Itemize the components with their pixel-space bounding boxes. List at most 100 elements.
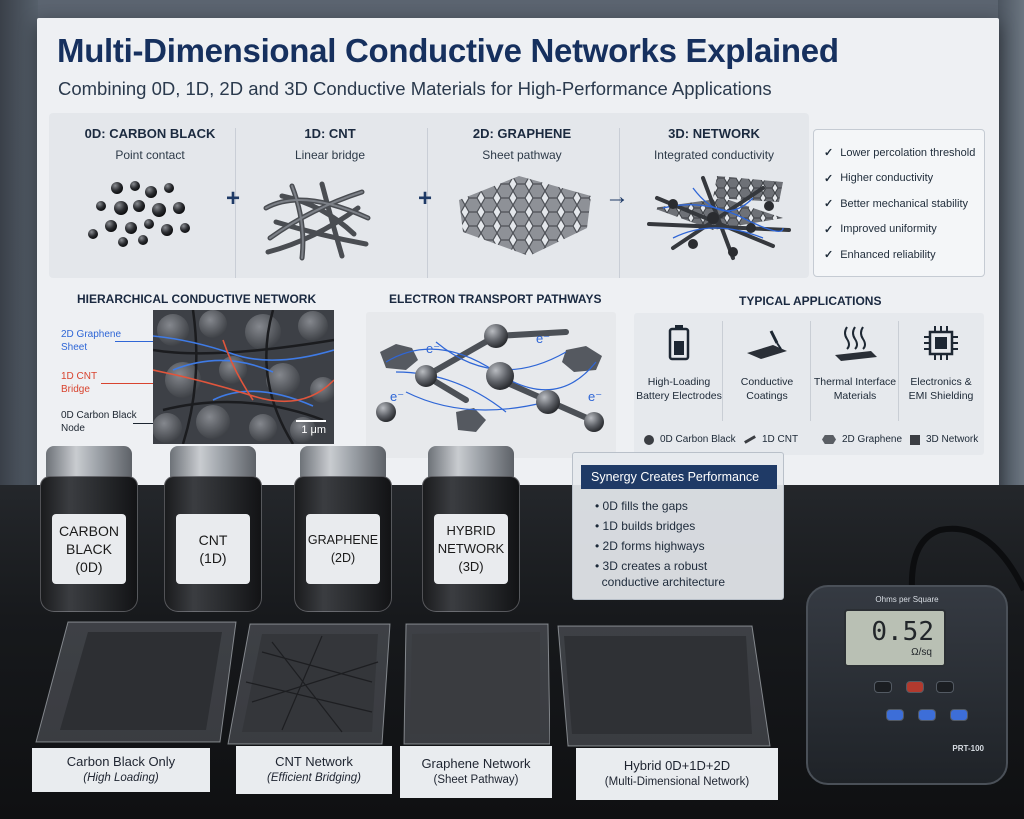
synergy-sign: Synergy Creates Performance • 0D fills t… [572,452,784,600]
sign-title: Synergy Creates Performance [581,465,777,489]
cube-icon [910,434,920,445]
applications-panel: High-Loading Battery Electrodes Conducti… [634,313,984,455]
jar-label: CNT (1D) [176,514,250,584]
sample-subtitle: (Efficient Bridging) [267,772,361,784]
material-title: 1D: CNT [304,126,356,141]
application-battery: High-Loading Battery Electrodes [636,323,722,403]
electron-label: e⁻ [426,341,441,356]
legend-item: 2D Graphene [822,434,902,445]
meter-button[interactable] [886,709,904,721]
jar-label: CARBON BLACK (0D) [52,514,126,584]
cnt-leader-line [101,383,153,384]
sample-card: CNT Network (Efficient Bridging) [236,746,392,794]
jar-cnt: CNT (1D) [164,446,262,612]
graphene-leader-line [115,341,153,342]
sign-item: • 3D creates a robust [595,559,708,573]
divider [619,128,620,278]
application-coatings: Conductive Coatings [724,323,810,403]
material-0d: 0D: CARBON BLACK Point contact [65,126,235,162]
application-label: Electronics & EMI Shielding [908,376,974,402]
sign-item: • 0D fills the gaps [595,499,688,513]
legend-item: 1D CNT [744,434,798,445]
scale-bar [296,420,326,422]
meter-brand: Ohms per Square [875,595,939,604]
meter-button[interactable] [936,681,954,693]
material-subtitle: Point contact [115,148,185,162]
meter-cable [908,525,1024,592]
jar-label: HYBRID NETWORK (3D) [434,514,508,584]
scale-label: 1 μm [301,424,326,436]
carbon-black-leader-line [133,423,153,424]
material-3d: 3D: NETWORK Integrated conductivity [629,126,799,162]
electron-label: e⁻ [588,389,603,404]
meter-value: 0.52 [871,617,934,647]
material-1d: 1D: CNT Linear bridge [245,126,415,162]
plus-operator: + [226,185,241,212]
jar-label-line: GRAPHENE [307,533,379,547]
transport-diagram: e⁻ e⁻ e⁻ e⁻ [366,312,616,458]
meter-button[interactable] [874,681,892,693]
legend-item: 3D Network [910,434,978,445]
benefit-label: Enhanced reliability [840,248,936,261]
jar-carbon-black: CARBON BLACK (0D) [40,446,138,612]
poster-title: Multi-Dimensional Conductive Networks Ex… [57,32,839,69]
benefit-item: ✓Lower percolation threshold [824,140,976,166]
meter-button[interactable] [918,709,936,721]
legend-label: 3D Network [926,434,979,445]
jar-lid [428,446,514,480]
benefit-item: ✓ Enhanced reliability [824,242,976,268]
jar-lid [300,446,386,480]
material-subtitle: Integrated conductivity [653,148,775,162]
carbon-black-illustration [88,181,190,247]
sphere-icon [644,434,654,445]
poster-subtitle: Combining 0D, 1D, 2D and 3D Conductive M… [58,78,772,99]
arrow-operator: → [605,183,629,210]
check-icon: ✓ [824,249,834,262]
sample-title: Carbon Black Only [66,754,176,769]
battery-icon [668,325,690,361]
sample-subtitle: (High Loading) [83,772,159,784]
meter-unit: Ω/sq [911,647,932,658]
tube-icon [744,435,756,444]
sample-title: Hybrid 0D+1D+2D [623,758,731,773]
network-3d-illustration [647,176,791,260]
cnt-illustration [263,181,371,261]
meter-button[interactable] [950,709,968,721]
sample-title: Graphene Network [421,756,531,771]
meter-display: 0.52 Ω/sq [844,609,946,667]
material-subtitle: Sheet pathway [482,148,562,162]
legend-label: 0D Carbon Black [660,434,736,445]
electron-label: e⁻ [390,389,405,404]
transport-title: ELECTRON TRANSPORT PATHWAYS [389,292,602,306]
divider [810,321,811,421]
material-title: 0D: CARBON BLACK [84,126,216,141]
heat-icon [835,326,877,361]
check-icon: ✓ [824,172,834,185]
application-label: High-Loading Battery Electrodes [636,376,722,402]
applications-title: TYPICAL APPLICATIONS [739,294,882,308]
jar-label-line: CNT [198,532,228,548]
check-icon: ✓ [824,198,834,211]
legend-label: 2D Graphene [842,434,903,445]
application-thermal: Thermal Interface Materials [812,323,898,403]
sample-plate [557,625,771,747]
chip-icon [924,326,958,360]
cnt-label: 1D CNT Bridge [61,371,98,395]
benefit-item: ✓Improved uniformity [824,217,976,243]
sample-subtitle: (Multi-Dimensional Network) [604,776,750,788]
coating-icon [747,330,787,359]
benefit-item: ✓Better mechanical stability [824,191,976,217]
jar-label-line: (2D) [330,551,356,565]
power-button[interactable] [906,681,924,693]
micrograph-texture [153,310,334,444]
legend-label: 1D CNT [762,434,799,445]
jar-graphene: GRAPHENE (2D) [294,446,392,612]
sign-item: conductive architecture [595,575,726,589]
material-subtitle: Linear bridge [294,148,366,162]
sample-subtitle: (Sheet Pathway) [433,774,519,786]
material-2d: 2D: GRAPHENE Sheet pathway [437,126,607,162]
sample-plate [227,623,391,745]
check-icon: ✓ [824,223,834,236]
benefit-label: Lower percolation threshold [840,146,976,159]
sample-plate [403,623,550,745]
